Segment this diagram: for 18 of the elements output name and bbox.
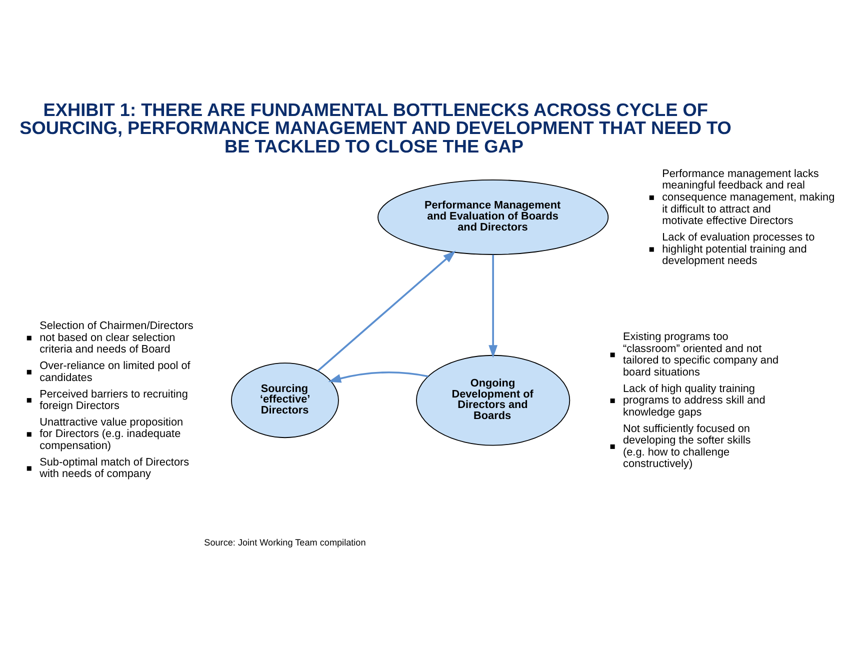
node-label: Not sufficiently focused on developing the softer skills (e.g. how to challenge constructively) (623, 422, 751, 470)
node-label: Over-reliance on limited pool of candidates (40, 360, 190, 384)
node-ellipse: Ongoing Development of Directors and Boards (416, 354, 570, 446)
arrow (328, 372, 428, 383)
label: Source: Joint Working Team compilation (204, 537, 366, 548)
node-label: Lack of evaluation processes to highlight potential training and development needs (662, 231, 815, 268)
arrow (317, 250, 456, 372)
node-label: Unattractive value proposition for Directors (e.g. inadequate compensation) (40, 416, 184, 452)
node-label: Perceived barriers to recruiting foreign Directors (40, 388, 188, 412)
node-label: Sub-optimal match of Directors with needs of company (40, 456, 190, 480)
node-label: Performance management lacks meaningful feedback and real consequence management, making it difficult to attract and motivate effective Directors (662, 168, 835, 228)
diagram-title: EXHIBIT 1: THERE ARE FUNDAMENTAL BOTTLENECKS ACROSS CYCLE OF SOURCING, PERFORMANCE MANAGEMENT AND DEVELOPMENT THAT NEED TO BE TACKLED TO CLOSE THE GAP (20, 100, 732, 156)
node-ellipse: Sourcing ‘effective’ Directors (231, 362, 339, 438)
node-label: Selection of Chairmen/Directors not based on clear selection criteria and needs of Board (40, 320, 194, 356)
node-ellipse: Performance Management and Evaluation of Boards and Directors (378, 180, 609, 255)
node-label: Existing programs too “classroom” oriented and not tailored to specific company and board situations (623, 330, 779, 378)
arrow (488, 254, 498, 358)
node-label: Lack of high quality training programs to address skill and knowledge gaps (623, 382, 766, 418)
